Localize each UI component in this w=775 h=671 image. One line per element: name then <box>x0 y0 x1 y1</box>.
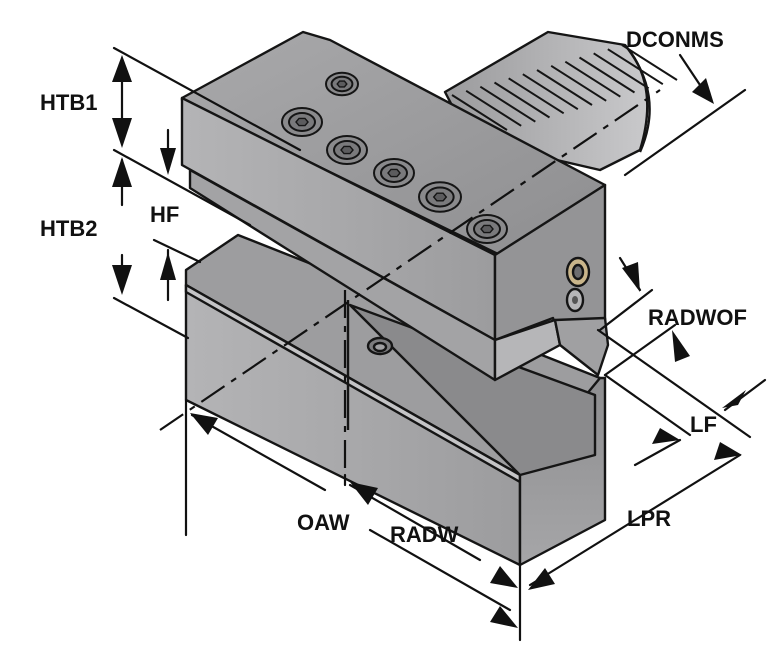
label-lpr: LPR <box>627 506 671 531</box>
screw-head <box>373 158 415 188</box>
label-htb2: HTB2 <box>40 216 98 241</box>
serration-ridge <box>621 44 678 81</box>
serration-ridge <box>578 56 636 94</box>
label-hf: HF <box>150 202 180 227</box>
screw-head <box>326 135 368 165</box>
serration-ridge <box>550 64 607 102</box>
serration-ridge <box>479 85 536 123</box>
serration-ridge <box>593 52 650 90</box>
shank-axis-centerline <box>159 89 661 431</box>
cap-screws <box>281 71 508 244</box>
serration-ridge <box>522 73 579 111</box>
label-lf: LF <box>690 412 717 437</box>
serration-ridge <box>564 60 621 98</box>
screw-head <box>281 107 323 137</box>
serration-ridge <box>607 48 664 86</box>
shank-serrations <box>451 44 678 131</box>
screw-head <box>418 181 462 213</box>
label-radwof: RADWOF <box>648 305 747 330</box>
screw-head <box>466 214 508 244</box>
serration-ridge <box>508 77 565 115</box>
label-radw: RADW <box>390 522 459 547</box>
label-oaw: OAW <box>297 510 350 535</box>
serration-ridge <box>493 81 551 119</box>
serration-ridge <box>465 89 522 127</box>
lower-body <box>184 233 607 567</box>
label-htb1: HTB1 <box>40 90 98 115</box>
screw-head <box>325 71 359 97</box>
serration-ridge <box>536 69 593 106</box>
arrowheads <box>112 55 746 628</box>
serration-ridge <box>451 94 508 131</box>
label-dconms: DCONMS <box>626 27 724 52</box>
